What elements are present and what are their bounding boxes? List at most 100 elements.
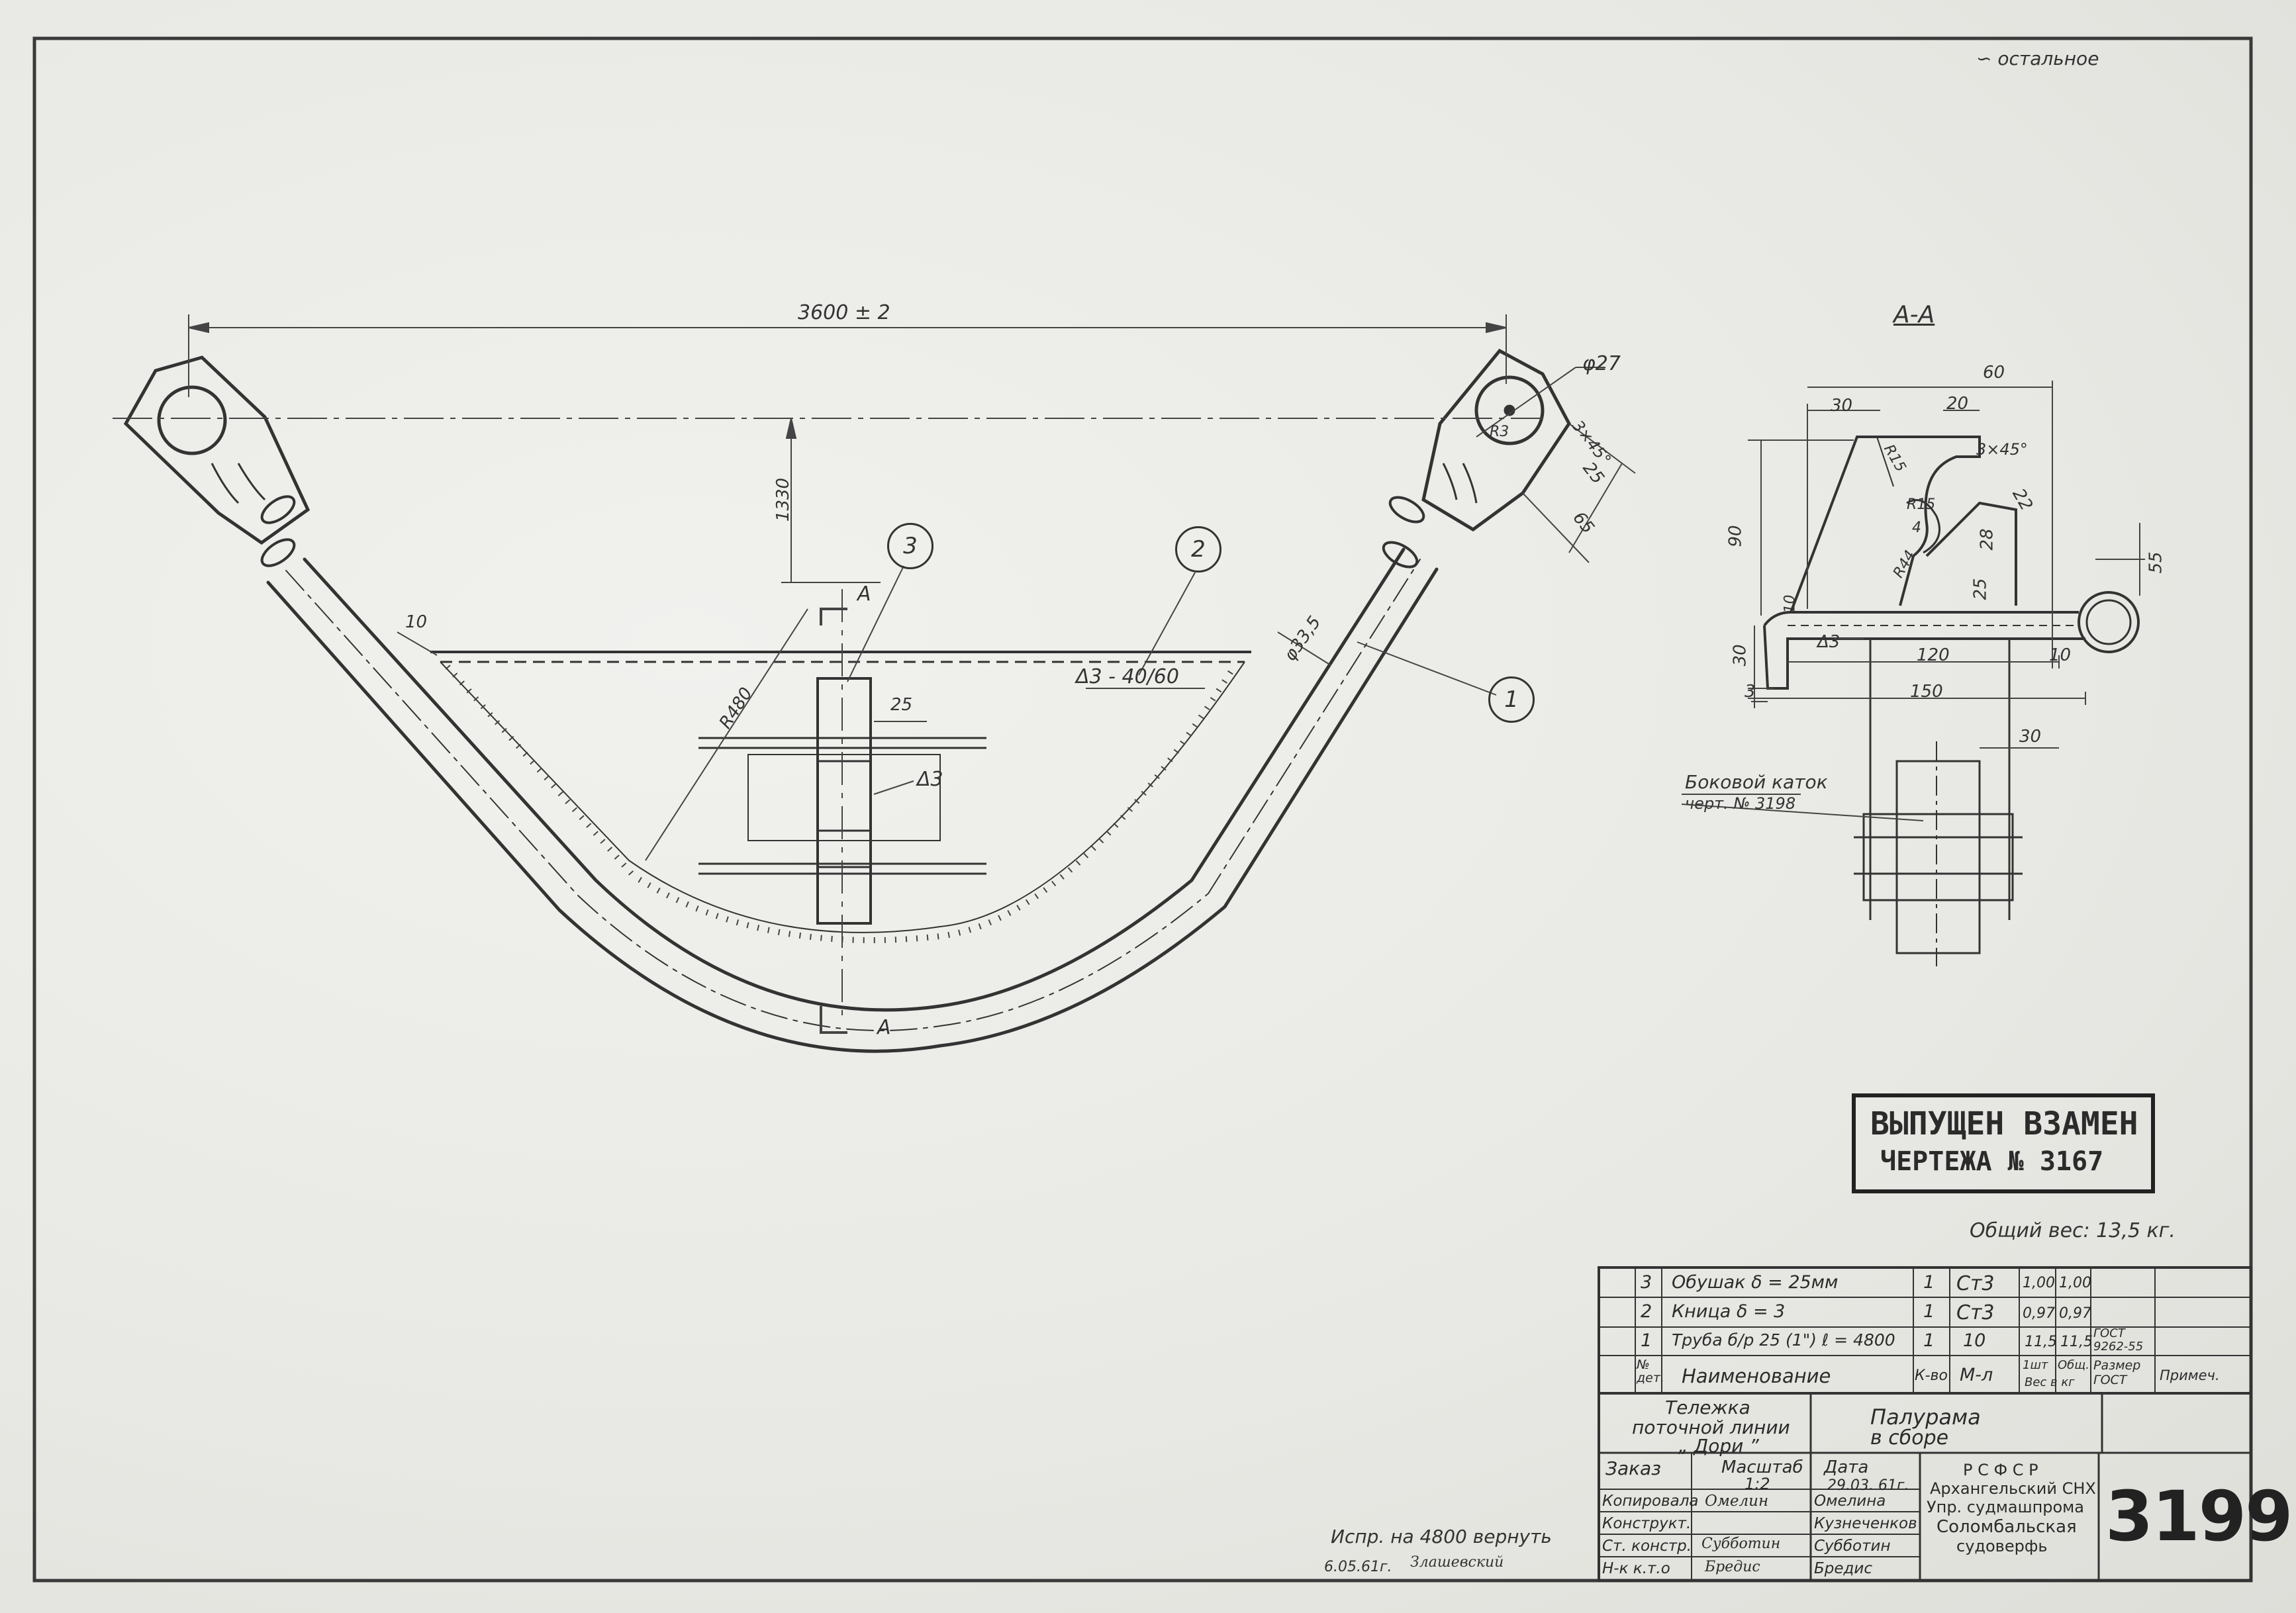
- weld-tick: [715, 913, 719, 919]
- gusset-plate: [430, 651, 1251, 933]
- weld-tick: [820, 935, 822, 941]
- role-dept-head: Н-к к.т.о: [1602, 1560, 1670, 1577]
- date-label: Дата: [1824, 1457, 1869, 1477]
- weld-tick: [968, 927, 972, 933]
- date-value: 29.03. 61г.: [1827, 1477, 1909, 1494]
- org-line-1: Р С Ф С Р: [1963, 1461, 2038, 1479]
- bom-row-2-weight-total: 0,97: [2059, 1305, 2091, 1322]
- drawing-name-line-1: Палурама: [1870, 1405, 1981, 1430]
- bom-row-1-weight-each: 11,5: [2025, 1334, 2057, 1350]
- drawing-number: 3199: [2105, 1476, 2293, 1557]
- bom-header-qty: К-во: [1915, 1367, 1948, 1384]
- weld-tick: [1083, 853, 1089, 858]
- sect-dim-60: 60: [1983, 363, 2005, 383]
- callout-bubble-1: 1: [1488, 676, 1535, 723]
- weld-tick: [459, 680, 465, 686]
- weld-tick: [501, 727, 507, 733]
- weld-tick: [1180, 740, 1186, 745]
- dimension-lines: [113, 314, 1636, 1034]
- weld-tick: [1192, 723, 1198, 728]
- weld-gusset-symbol: Δ3 - 40/60: [1076, 665, 1179, 688]
- bom-header-note: Примеч.: [2160, 1367, 2220, 1383]
- weld-tick: [726, 916, 729, 923]
- product-line-2: поточной линии: [1632, 1416, 1790, 1438]
- weld-tick: [988, 919, 992, 926]
- weld-tick: [1147, 782, 1153, 788]
- sect-dim-25: 25: [1970, 578, 1991, 600]
- product-line-3: „ Дори ”: [1678, 1435, 1759, 1457]
- dim-lug-width: 25: [890, 695, 913, 715]
- dim-r3: R3: [1490, 424, 1509, 440]
- weld-tick: [1034, 893, 1039, 899]
- weld-tick: [905, 936, 908, 943]
- sign-copier: Омелин: [1705, 1493, 1769, 1510]
- weld-tick: [757, 925, 760, 931]
- bom-row-1-gost: ГОСТ 9262-55: [2093, 1326, 2144, 1354]
- bom-row-3-name: Обушак δ = 25мм: [1672, 1272, 1839, 1293]
- roller-reference: черт. № 3198: [1685, 794, 1796, 813]
- weld-tick: [536, 767, 542, 773]
- bom-row-1-pos: 1: [1641, 1330, 1652, 1351]
- weld-tick: [947, 931, 950, 939]
- weld-tick: [705, 909, 709, 916]
- revision-signature: Злашевский: [1410, 1554, 1504, 1571]
- weld-tick: [1091, 845, 1096, 851]
- weld-tick: [621, 862, 627, 868]
- weld-tick: [1007, 909, 1012, 916]
- drawing-name-line-2: в сборе: [1870, 1426, 1949, 1450]
- org-line-3: Упр. судмашпрома: [1927, 1498, 2084, 1516]
- weld-tick: [647, 882, 651, 888]
- org-line-5: судоверфь: [1956, 1537, 2048, 1555]
- weld-tick: [508, 735, 514, 741]
- weld-tick: [445, 665, 451, 670]
- weld-tick: [1134, 799, 1140, 804]
- dim-10: 10: [405, 612, 428, 632]
- weld-tick: [565, 799, 571, 805]
- weld-tick: [473, 696, 479, 702]
- sect-dim-28: 28: [1977, 528, 1997, 551]
- sect-dim-r15b: R15: [1907, 496, 1936, 513]
- bom-header-pos: № дет.: [1637, 1358, 1664, 1385]
- bom-row-2-name: Кница δ = 3: [1672, 1301, 1786, 1322]
- weld-tick: [452, 672, 458, 678]
- bom-header-weight-each: 1шт: [2023, 1358, 2048, 1372]
- dim-overall-length: 3600 ± 2: [798, 301, 890, 324]
- sect-dim-3: 3: [1745, 682, 1756, 702]
- weld-tick: [767, 927, 770, 933]
- org-line-2: Архангельский СНХ: [1930, 1479, 2096, 1498]
- name-senior-designer: Субботин: [1814, 1538, 1891, 1555]
- weld-tick: [916, 935, 918, 942]
- sect-dim-10-left: 10: [1782, 594, 1799, 614]
- weld-tick: [1051, 880, 1057, 887]
- weld-tick: [515, 743, 521, 749]
- dim-height: 1330: [773, 477, 794, 522]
- weld-tick: [746, 922, 749, 929]
- bom-row-2-qty: 1: [1923, 1301, 1935, 1322]
- role-copier: Копировала: [1602, 1493, 1699, 1510]
- weld-tick: [522, 751, 528, 757]
- weld-tick: [557, 791, 563, 797]
- weld-tick: [736, 919, 740, 926]
- sect-dim-90: 90: [1725, 525, 1746, 547]
- weld-tick: [777, 929, 781, 935]
- weld-tick: [685, 901, 689, 907]
- weld-tick: [998, 915, 1002, 921]
- weld-tick: [495, 719, 501, 725]
- role-designer: Конструкт.: [1602, 1515, 1692, 1532]
- sect-dim-chamfer: 3×45°: [1976, 440, 2028, 459]
- weld-tick: [544, 775, 550, 781]
- weld-tick: [1016, 905, 1021, 911]
- weld-tick: [1221, 679, 1227, 684]
- bom-header-weight-caption: Вес в кг: [2025, 1375, 2075, 1389]
- weld-lug-symbol: Δ3: [917, 768, 943, 791]
- bom-row-1-qty: 1: [1923, 1330, 1935, 1351]
- weld-tick: [1204, 706, 1210, 711]
- weld-tick: [638, 877, 642, 883]
- bom-row-1-name: Труба б/р 25 (1") ℓ = 4800: [1672, 1330, 1895, 1350]
- weld-tick: [1043, 887, 1048, 893]
- section-title: А-А: [1893, 301, 1935, 328]
- weld-tick: [1113, 823, 1119, 828]
- left-lug: [123, 355, 311, 545]
- section-dimension-lines: [1681, 381, 2145, 821]
- weld-tick: [551, 783, 557, 789]
